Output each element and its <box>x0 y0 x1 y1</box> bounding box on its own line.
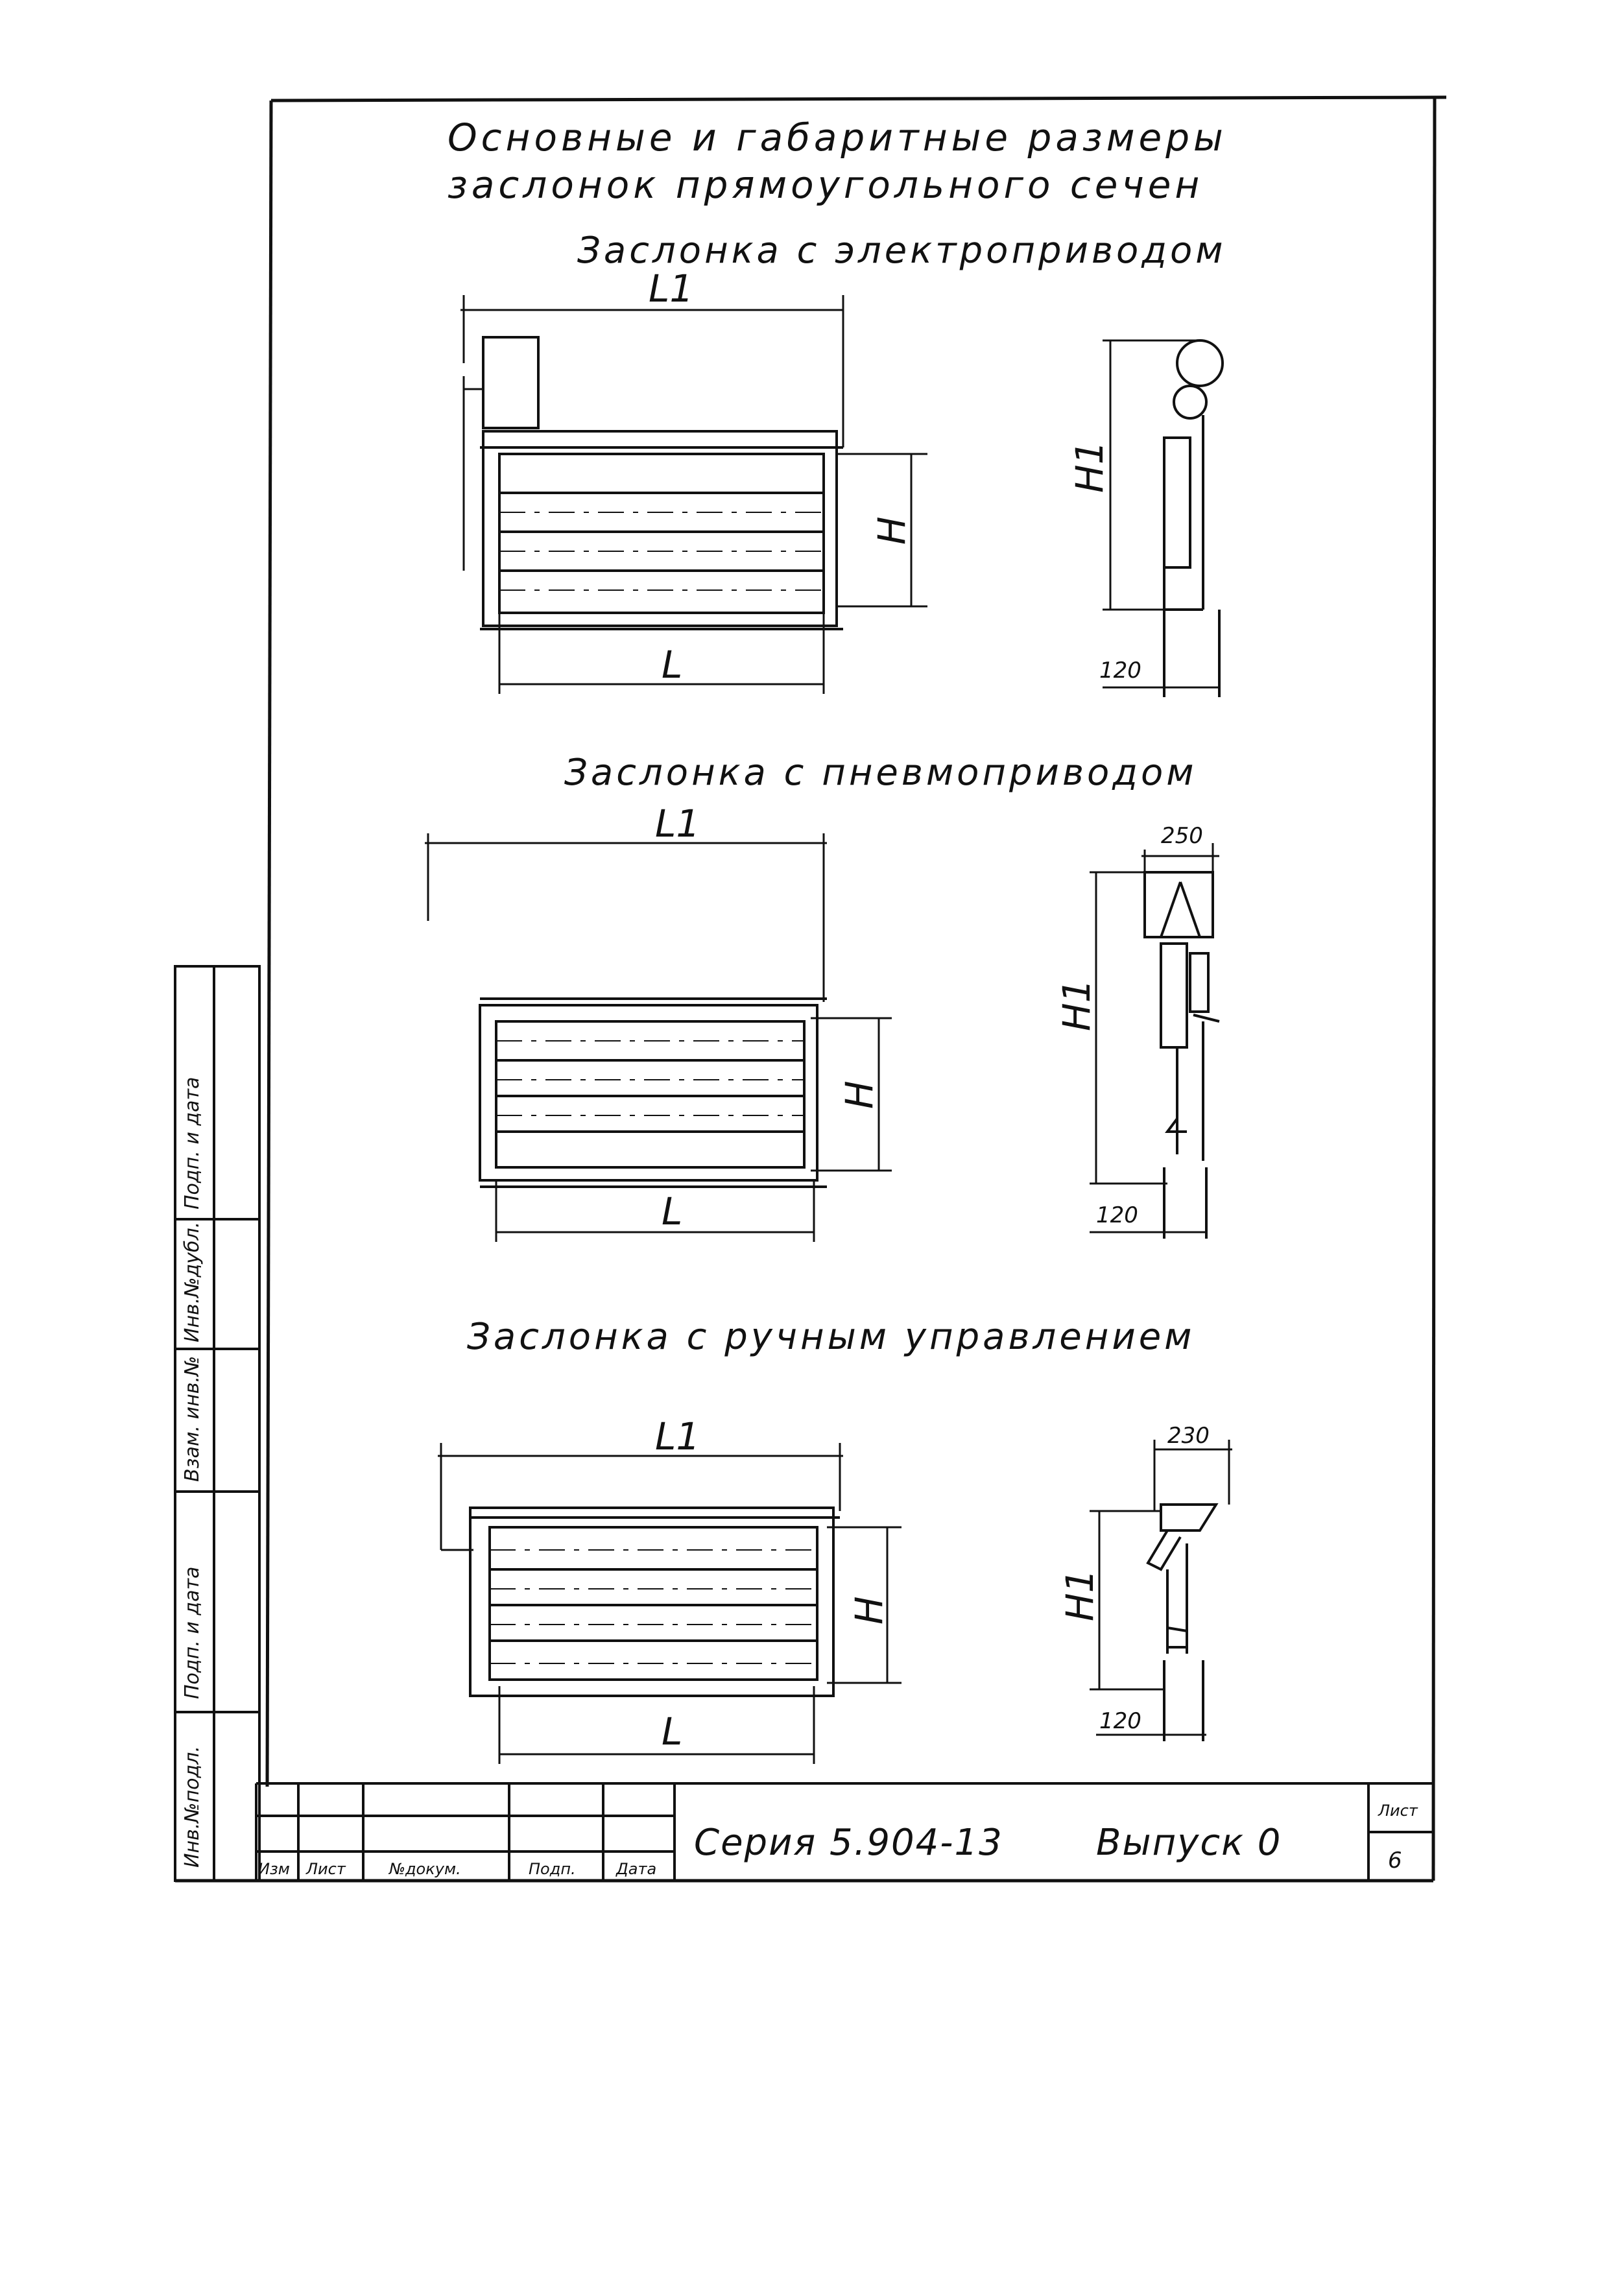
dimension-l <box>498 613 825 694</box>
stamp-field-inv-no: Инв.№подл. <box>181 1746 204 1868</box>
dimension-l1 <box>438 1443 843 1551</box>
dim-label-h: H <box>847 1596 891 1625</box>
electric-actuator <box>482 336 540 429</box>
title-line-1: Основные и габаритные размеры <box>448 115 1227 160</box>
dim-label-top-width: 230 <box>1167 1423 1210 1449</box>
dim-label-l1: L1 <box>655 802 700 846</box>
dimension-l <box>498 1686 815 1764</box>
view-caption: Заслонка с электроприводом <box>577 230 1226 272</box>
dim-label-l: L <box>662 643 682 687</box>
sheet-label: Лист <box>1378 1802 1418 1820</box>
title-block-col-date: Дата <box>615 1860 656 1878</box>
dim-label-h1: H1 <box>1068 440 1112 493</box>
stamp-field-signature-date-2: Подп. и дата <box>181 1077 204 1209</box>
view-caption: Заслонка с ручным управлением <box>467 1316 1195 1358</box>
title-block-col-signature: Подп. <box>529 1860 576 1878</box>
dim-label-h1: H1 <box>1055 979 1099 1031</box>
sheet-number: 6 <box>1388 1848 1402 1874</box>
side-stamp <box>174 965 261 1882</box>
damper-body <box>469 1506 840 1697</box>
damper-body <box>479 997 827 1188</box>
title-line-2: заслонок прямоугольного сечен <box>448 163 1203 207</box>
title-block-col-change: Изм <box>258 1860 290 1878</box>
view-caption: Заслонка с пневмоприводом <box>564 752 1197 794</box>
dimension-l1 <box>425 833 827 1002</box>
side-view <box>1090 1440 1232 1741</box>
dimension-l <box>495 1180 815 1242</box>
title-block <box>255 1782 1433 1881</box>
dim-label-h: H <box>837 1080 881 1109</box>
view-electric: Заслонка с электроприводом L1 <box>460 230 1226 697</box>
dim-label-l1: L1 <box>649 267 693 311</box>
dim-label-depth: 120 <box>1096 1202 1138 1228</box>
dim-label-l1: L1 <box>655 1414 700 1459</box>
title-block-col-document: №докум. <box>388 1860 461 1878</box>
dimension-h <box>827 1526 902 1684</box>
dim-label-l: L <box>662 1189 682 1233</box>
dimension-l1 <box>460 295 844 447</box>
dim-label-depth: 120 <box>1099 1708 1141 1734</box>
stamp-field-signature-date: Подп. и дата <box>181 1567 204 1699</box>
stamp-field-replaced-inv: Взам. инв.№ <box>181 1356 204 1482</box>
dim-label-h1: H1 <box>1058 1569 1102 1621</box>
view-manual: Заслонка с ручным управлением L1 H <box>438 1316 1232 1764</box>
dim-label-h: H <box>870 516 914 545</box>
side-view <box>1103 339 1224 697</box>
series-number: Серия 5.904-13 <box>694 1822 1003 1864</box>
sheet-frame <box>175 95 1447 1883</box>
damper-body <box>480 430 843 630</box>
dim-label-l: L <box>662 1709 682 1754</box>
view-pneumatic: Заслонка с пневмоприводом L1 H <box>425 752 1220 1242</box>
dim-label-depth: 120 <box>1099 658 1141 684</box>
title-block-col-sheet: Лист <box>305 1860 346 1878</box>
dim-label-top-width: 250 <box>1161 823 1203 849</box>
dimension-h <box>837 453 927 608</box>
side-view <box>1090 843 1220 1239</box>
dimension-h <box>811 1017 892 1172</box>
stamp-field-duplicate-inv: Инв.№дубл. <box>181 1222 204 1342</box>
issue-number: Выпуск 0 <box>1096 1822 1282 1864</box>
